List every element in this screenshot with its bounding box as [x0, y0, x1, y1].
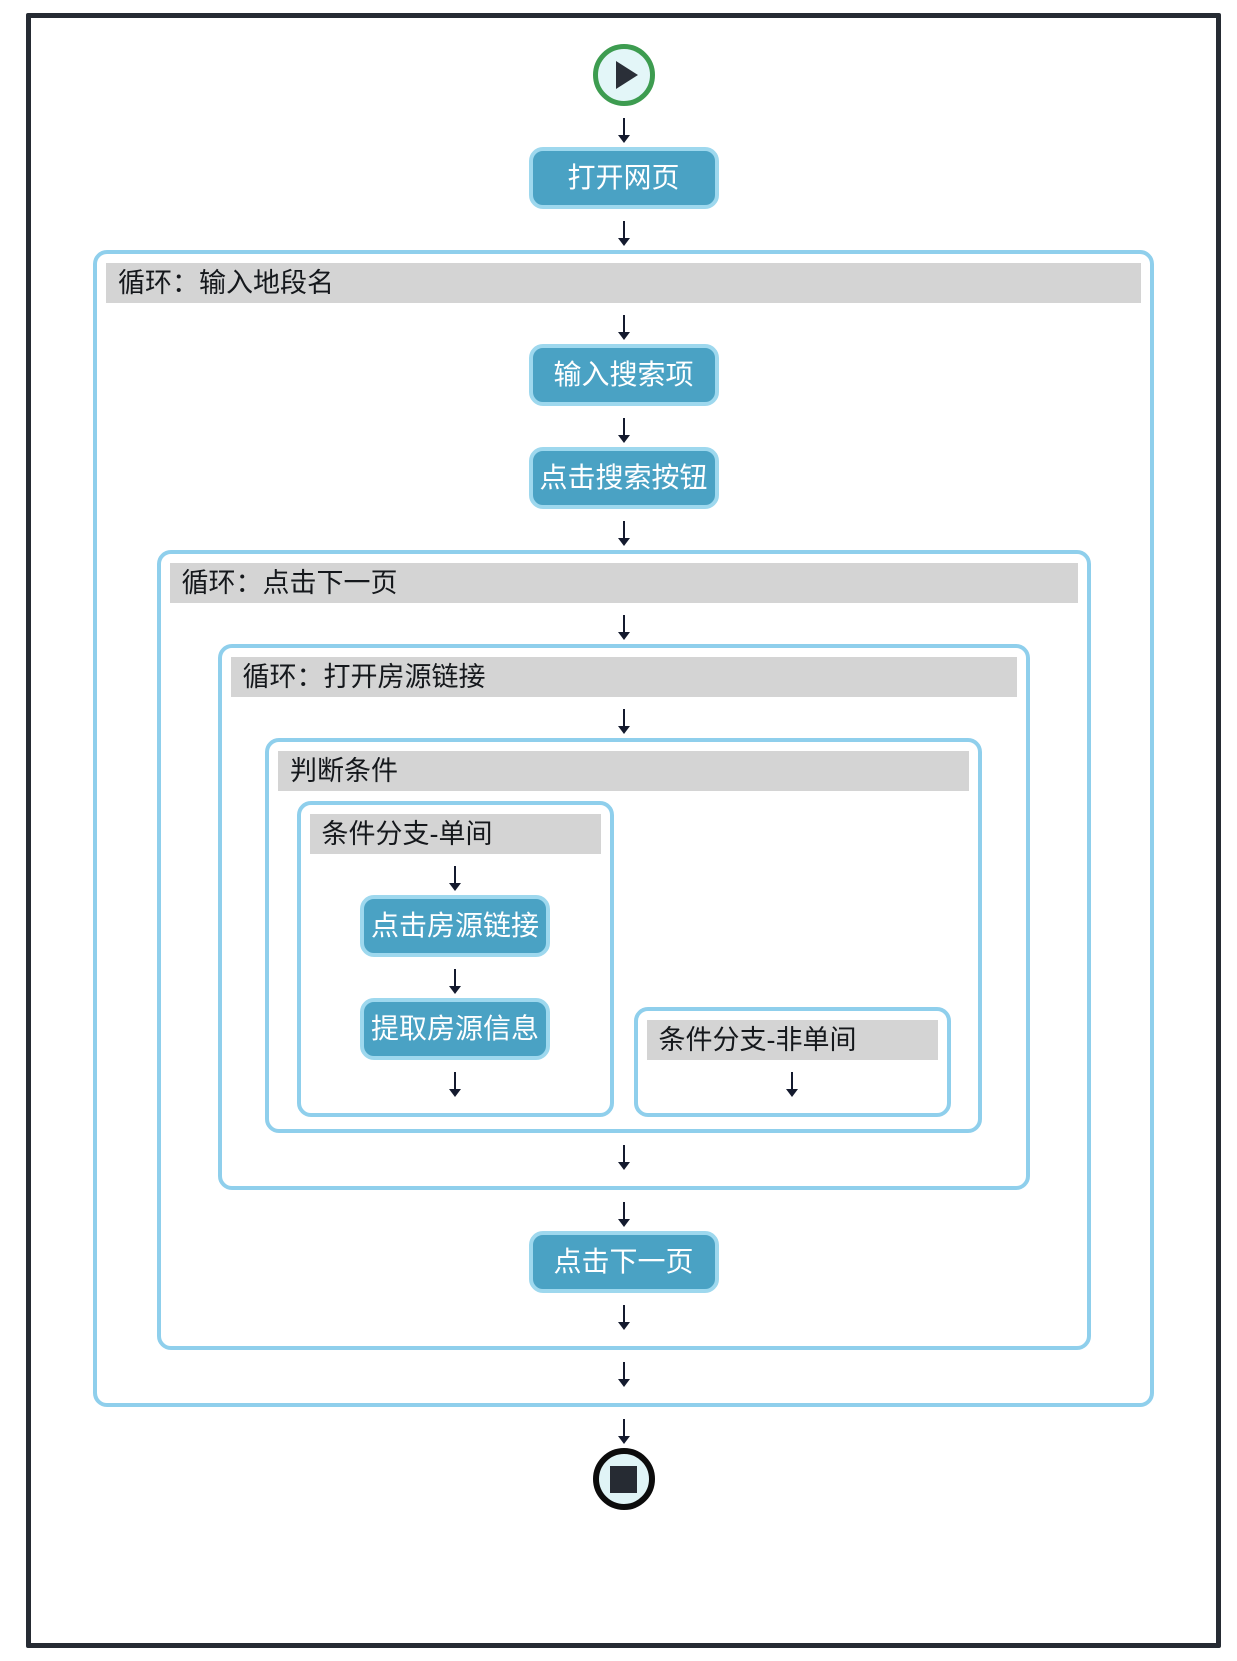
branch-single-container: 条件分支-单间 点击房源链接 提取房源信息	[296, 801, 614, 1117]
down-arrow-icon	[617, 521, 630, 546]
down-arrow-icon	[617, 1305, 630, 1330]
down-arrow-icon	[449, 969, 461, 994]
down-arrow-icon	[617, 418, 630, 443]
down-arrow-icon	[617, 709, 630, 734]
down-arrow-icon	[617, 615, 630, 640]
down-arrow-icon	[617, 1145, 630, 1170]
end-node[interactable]	[592, 1448, 655, 1510]
down-arrow-icon	[617, 1202, 630, 1227]
condition-container: 判断条件 条件分支-单间 点击房源链接 提取房源信息	[265, 738, 982, 1133]
step-open-page-button[interactable]: 打开网页	[528, 147, 719, 209]
down-arrow-icon	[786, 1072, 798, 1097]
step-click-next-page-button[interactable]: 点击下一页	[528, 1231, 719, 1293]
down-arrow-icon	[617, 221, 630, 246]
down-arrow-icon	[617, 1419, 630, 1444]
down-arrow-icon	[617, 315, 630, 340]
condition-header[interactable]: 判断条件	[278, 751, 969, 791]
condition-branches-row: 条件分支-单间 点击房源链接 提取房源信息 条件分支-非单间	[269, 801, 978, 1117]
start-node[interactable]	[592, 44, 655, 106]
down-arrow-icon	[617, 118, 630, 143]
down-arrow-icon	[449, 1072, 461, 1097]
stop-icon	[610, 1465, 637, 1493]
loop-open-listing-header[interactable]: 循环：打开房源链接	[230, 657, 1017, 697]
loop-next-page-container: 循环：点击下一页 循环：打开房源链接 判断条件 条件分支-单间 点击房源链接	[156, 550, 1091, 1350]
down-arrow-icon	[449, 866, 461, 891]
loop-open-listing-container: 循环：打开房源链接 判断条件 条件分支-单间 点击房源链接 提取房源信息	[217, 644, 1030, 1190]
branch-single-header[interactable]: 条件分支-单间	[309, 814, 601, 854]
branch-not-single-container: 条件分支-非单间	[633, 1007, 951, 1117]
flow-canvas: 打开网页 循环：输入地段名 输入搜索项 点击搜索按钮 循环：点击下一页 循环：打…	[31, 18, 1216, 1643]
step-click-search-button[interactable]: 点击搜索按钮	[528, 447, 719, 509]
loop-next-page-header[interactable]: 循环：点击下一页	[169, 563, 1078, 603]
loop-location-container: 循环：输入地段名 输入搜索项 点击搜索按钮 循环：点击下一页 循环：打开房源链接…	[93, 250, 1154, 1407]
step-extract-info-button[interactable]: 提取房源信息	[360, 998, 550, 1060]
play-icon	[616, 61, 638, 89]
step-click-listing-button[interactable]: 点击房源链接	[360, 895, 550, 957]
down-arrow-icon	[617, 1362, 630, 1387]
branch-not-single-header[interactable]: 条件分支-非单间	[646, 1020, 938, 1060]
step-input-search-button[interactable]: 输入搜索项	[528, 344, 719, 406]
workflow-frame: 打开网页 循环：输入地段名 输入搜索项 点击搜索按钮 循环：点击下一页 循环：打…	[26, 13, 1221, 1648]
loop-location-header[interactable]: 循环：输入地段名	[106, 263, 1141, 303]
